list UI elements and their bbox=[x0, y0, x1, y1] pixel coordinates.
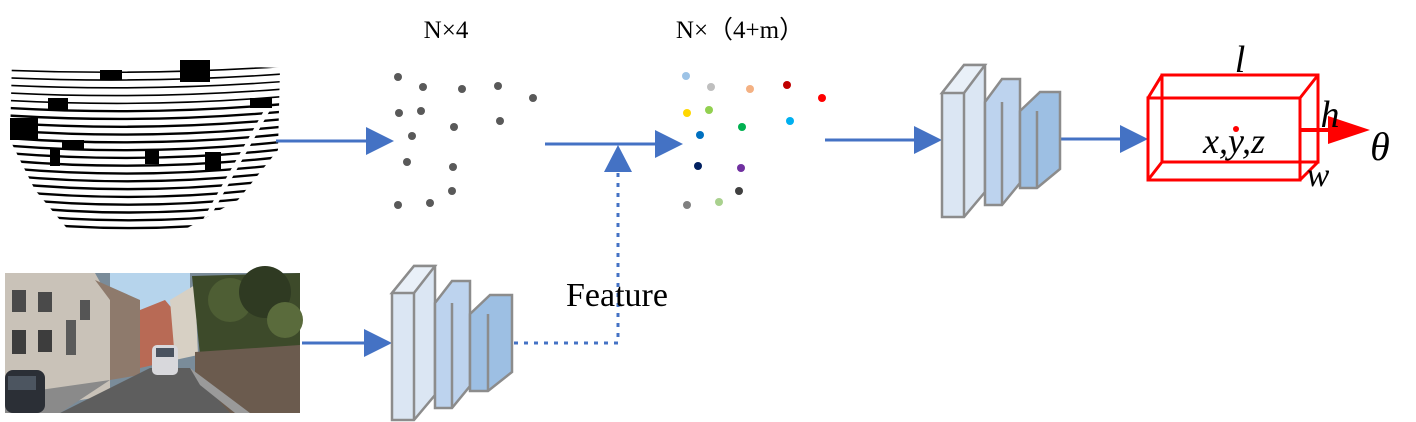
scan-gap bbox=[197, 103, 273, 232]
fusion-network bbox=[939, 63, 1062, 219]
raw-point-set bbox=[394, 73, 537, 209]
raw-point bbox=[417, 107, 425, 115]
raw-point bbox=[426, 199, 434, 207]
feature-connection-dotted bbox=[514, 145, 632, 345]
raw-point bbox=[458, 85, 466, 93]
fused-point bbox=[683, 201, 691, 209]
scan-ring bbox=[10, 72, 280, 81]
raw-point bbox=[403, 158, 411, 166]
image-feature-extractor bbox=[389, 264, 514, 422]
scan-ring bbox=[10, 154, 280, 167]
fused-point bbox=[738, 123, 746, 131]
arrow-cnn-to-box bbox=[1060, 125, 1148, 153]
fused-point bbox=[707, 83, 715, 91]
length-label: l bbox=[1235, 39, 1246, 81]
bounding-box-3d bbox=[1146, 73, 1320, 182]
points-shape-label: N×4 bbox=[424, 17, 469, 44]
raw-point bbox=[450, 123, 458, 131]
scan-obstacle bbox=[100, 70, 122, 80]
raw-point bbox=[419, 83, 427, 91]
raw-point bbox=[449, 163, 457, 171]
width-label: w bbox=[1307, 157, 1330, 194]
raw-point bbox=[408, 132, 416, 140]
raw-point bbox=[394, 201, 402, 209]
scan-obstacle bbox=[10, 118, 38, 140]
scan-obstacle bbox=[180, 60, 210, 82]
fused-point bbox=[715, 198, 723, 206]
fused-point bbox=[818, 94, 826, 102]
fused-shape-label: N×（4+m） bbox=[676, 16, 804, 44]
feature-label: Feature bbox=[566, 277, 668, 314]
scan-ring bbox=[10, 169, 280, 183]
scan-obstacle bbox=[48, 98, 68, 110]
fused-point bbox=[696, 131, 704, 139]
fused-point bbox=[786, 117, 794, 125]
camera-street-image bbox=[5, 266, 303, 413]
scan-obstacle bbox=[250, 98, 272, 108]
scan-obstacle bbox=[62, 140, 84, 150]
scan-ring bbox=[10, 65, 280, 74]
raw-point bbox=[496, 117, 504, 125]
scan-ring bbox=[10, 87, 280, 97]
arrow-points-to-fused bbox=[545, 130, 683, 158]
fused-point bbox=[682, 72, 690, 80]
arrow-lidar-to-points bbox=[276, 127, 394, 155]
fused-point bbox=[746, 85, 754, 93]
lidar-scan-image bbox=[10, 58, 280, 232]
raw-point bbox=[529, 94, 537, 102]
heading-label: θ bbox=[1370, 124, 1390, 169]
arrow-fused-to-cnn bbox=[825, 126, 942, 154]
fused-point bbox=[783, 81, 791, 89]
center-label: x,y,z bbox=[1202, 121, 1265, 161]
height-label: h bbox=[1321, 94, 1340, 136]
scan-ring bbox=[10, 162, 280, 175]
scan-ring bbox=[10, 80, 280, 89]
fused-point bbox=[735, 187, 743, 195]
heading-arrow bbox=[1300, 116, 1370, 144]
arrow-camera-to-cnn bbox=[302, 329, 392, 357]
scan-obstacle bbox=[50, 148, 60, 166]
scan-obstacle bbox=[205, 152, 221, 170]
scan-obstacle bbox=[145, 150, 159, 164]
fused-point-set bbox=[682, 72, 826, 209]
fused-point bbox=[737, 164, 745, 172]
fused-point bbox=[683, 109, 691, 117]
fused-point bbox=[705, 106, 713, 114]
box-center-dot bbox=[1233, 126, 1239, 132]
raw-point bbox=[448, 187, 456, 195]
scan-ring bbox=[10, 109, 280, 121]
raw-point bbox=[494, 82, 502, 90]
raw-point bbox=[395, 109, 403, 117]
fused-point bbox=[694, 162, 702, 170]
raw-point bbox=[394, 73, 402, 81]
